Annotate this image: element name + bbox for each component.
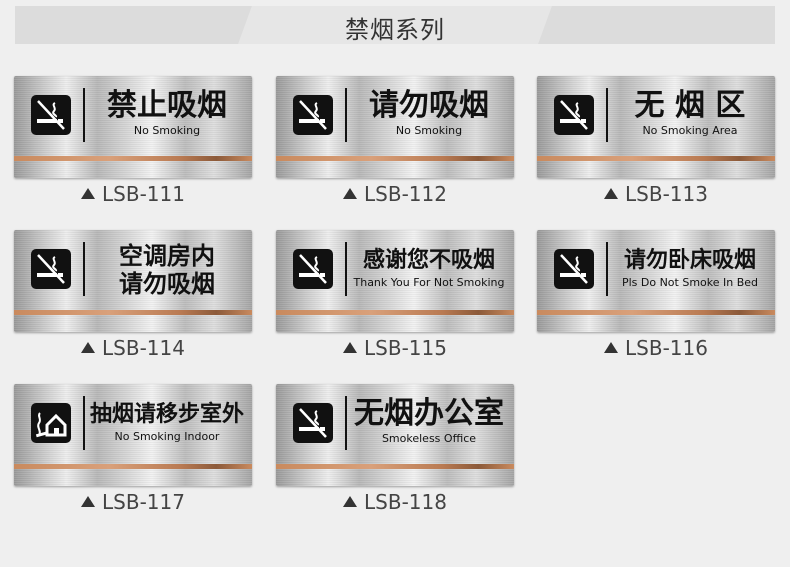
- no-smoking-icon: [293, 95, 333, 135]
- product-code: LSB-117: [102, 490, 185, 514]
- divider: [83, 88, 85, 142]
- no-smoking-icon: [554, 249, 594, 289]
- smoke-outside-house-icon: [31, 403, 71, 443]
- no-smoking-icon: [293, 249, 333, 289]
- sign-text-cn: 禁止吸烟: [107, 88, 227, 123]
- sign-text-en: No Smoking Area: [642, 124, 738, 137]
- triangle-up-icon: [604, 342, 619, 353]
- product-code: LSB-115: [364, 336, 447, 360]
- copper-stripe: [14, 464, 252, 469]
- sign-text-cn: 空调房内: [119, 242, 215, 270]
- product-code: LSB-114: [102, 336, 185, 360]
- product-code-label: LSB-115: [276, 336, 514, 360]
- copper-stripe: [276, 310, 514, 315]
- no-smoking-icon: [554, 95, 594, 135]
- copper-stripe: [14, 310, 252, 315]
- sign-text-en: Pls Do Not Smoke In Bed: [621, 276, 759, 289]
- divider: [606, 242, 608, 296]
- sign-text-cn-line2: 请勿吸烟: [119, 270, 215, 298]
- no-smoking-icon: [293, 403, 333, 443]
- product-code: LSB-112: [364, 182, 447, 206]
- product-code: LSB-116: [625, 336, 708, 360]
- sign-text-en: No Smoking: [133, 124, 201, 137]
- no-smoking-icon: [31, 249, 71, 289]
- divider: [606, 88, 608, 142]
- sign-text-en: Smokeless Office: [381, 432, 477, 445]
- copper-stripe: [537, 156, 775, 161]
- section-banner: 禁烟系列: [15, 6, 775, 44]
- sign-text-en: Thank You For Not Smoking: [353, 276, 505, 289]
- triangle-up-icon: [81, 342, 96, 353]
- triangle-up-icon: [604, 188, 619, 199]
- sign-text-cn: 无烟办公室: [354, 396, 504, 431]
- product-code-label: LSB-112: [276, 182, 514, 206]
- product-code-label: LSB-114: [14, 336, 252, 360]
- divider: [83, 396, 85, 450]
- sign-text-en: No Smoking Indoor: [114, 430, 220, 443]
- divider: [345, 396, 347, 450]
- no-smoking-icon: [31, 95, 71, 135]
- product-code-label: LSB-117: [14, 490, 252, 514]
- triangle-up-icon: [81, 188, 96, 199]
- sign-text-cn: 感谢您不吸烟: [362, 248, 495, 273]
- product-sign-lsb-115[interactable]: 感谢您不吸烟 Thank You For Not Smoking: [276, 230, 514, 332]
- triangle-up-icon: [81, 496, 96, 507]
- divider: [83, 242, 85, 296]
- triangle-up-icon: [343, 496, 358, 507]
- product-code: LSB-118: [364, 490, 447, 514]
- product-code-label: LSB-116: [537, 336, 775, 360]
- product-code: LSB-111: [102, 182, 185, 206]
- product-sign-lsb-114[interactable]: 空调房内请勿吸烟: [14, 230, 252, 332]
- copper-stripe: [537, 310, 775, 315]
- sign-text-cn: 抽烟请移步室外: [89, 402, 244, 427]
- sign-text-cn: 无 烟 区: [634, 88, 746, 123]
- divider: [345, 242, 347, 296]
- product-code-label: LSB-118: [276, 490, 514, 514]
- triangle-up-icon: [343, 342, 358, 353]
- sign-text-cn: 请勿卧床吸烟: [623, 248, 756, 273]
- triangle-up-icon: [343, 188, 358, 199]
- copper-stripe: [276, 156, 514, 161]
- product-code-label: LSB-111: [14, 182, 252, 206]
- product-code: LSB-113: [625, 182, 708, 206]
- product-code-label: LSB-113: [537, 182, 775, 206]
- sign-text-en: No Smoking: [395, 124, 463, 137]
- product-sign-lsb-117[interactable]: 抽烟请移步室外 No Smoking Indoor: [14, 384, 252, 486]
- section-title: 禁烟系列: [345, 16, 445, 44]
- copper-stripe: [276, 464, 514, 469]
- divider: [345, 88, 347, 142]
- sign-text-cn: 请勿吸烟: [369, 88, 489, 123]
- product-sign-lsb-116[interactable]: 请勿卧床吸烟 Pls Do Not Smoke In Bed: [537, 230, 775, 332]
- copper-stripe: [14, 156, 252, 161]
